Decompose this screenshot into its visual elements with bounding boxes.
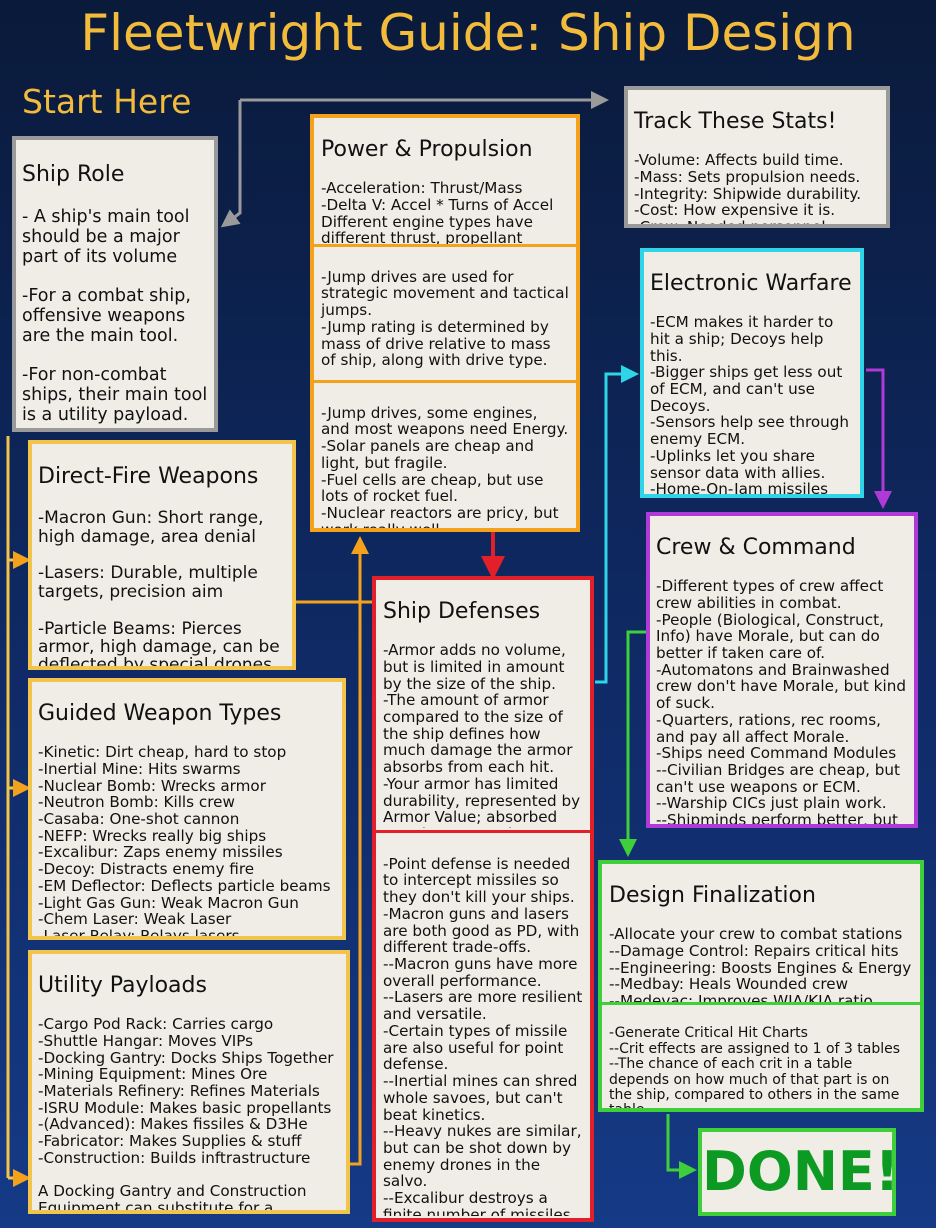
arrow-crew-to-final [619, 630, 646, 857]
guided-weapons-box: Guided Weapon Types -Kinetic: Dirt cheap… [28, 678, 346, 940]
power-seg3-text: -Jump drives, some engines, and most wea… [321, 403, 569, 530]
done-box: DONE! [698, 1128, 899, 1216]
guided-heading: Guided Weapon Types [38, 700, 282, 726]
finalization-heading: Design Finalization [609, 882, 816, 908]
ship-role-box: Ship Role - A ship's main tool should be… [12, 136, 218, 432]
direct-fire-box: Direct-Fire Weapons -Macron Gun: Short r… [28, 440, 296, 670]
track-stats-box: Track These Stats! -Volume: Affects buil… [624, 86, 890, 228]
power-seg2-text: -Jump drives are used for strategic move… [321, 267, 569, 370]
crew-command-box: Crew & Command -Different types of crew … [646, 512, 918, 828]
electronic-warfare-box: Electronic Warfare -ECM makes it harder … [640, 248, 864, 498]
page-title: Fleetwright Guide: Ship Design [80, 4, 856, 62]
ewar-body: -ECM makes it harder to hit a ship; Deco… [650, 313, 850, 498]
ship-defenses-box: Ship Defenses -Armor adds no volume, but… [372, 576, 594, 1222]
ship-role-heading: Ship Role [22, 161, 125, 187]
power-propulsion-box: Power & Propulsion -Acceleration: Thrust… [310, 114, 580, 532]
track-stats-body: -Volume: Affects build time. -Mass: Sets… [634, 151, 862, 228]
direct-fire-heading: Direct-Fire Weapons [38, 464, 259, 490]
power-seg-jump: -Jump drives are used for strategic move… [318, 249, 572, 379]
orange-bus [296, 545, 360, 1166]
arrow-ewar-to-crew [866, 368, 892, 509]
utility-payloads-box: Utility Payloads -Cargo Pod Rack: Carrie… [28, 950, 350, 1214]
finalization-seg1-text: -Allocate your crew to combat stations -… [609, 925, 912, 1002]
design-finalization-box: Design Finalization -Allocate your crew … [598, 860, 924, 1112]
utility-heading: Utility Payloads [38, 972, 207, 998]
defenses-seg-armor: Ship Defenses -Armor adds no volume, but… [380, 580, 586, 828]
finalization-seg-crew: Design Finalization -Allocate your crew … [606, 864, 916, 1002]
defenses-seg-pd: -Point defense is needed to intercept mi… [380, 836, 586, 1216]
ship-role-body: - A ship's main tool should be a major p… [22, 207, 208, 425]
defenses-heading: Ship Defenses [383, 598, 541, 624]
power-seg-acceleration: Power & Propulsion -Acceleration: Thrust… [318, 118, 572, 244]
arrow-final-to-done [666, 1114, 697, 1179]
defenses-seg1-text: -Armor adds no volume, but is limited in… [383, 641, 581, 828]
power-seg-energy: -Jump drives, some engines, and most wea… [318, 385, 572, 530]
direct-fire-body: -Macron Gun: Short range, high damage, a… [38, 508, 280, 670]
arrow-start-to-role [220, 100, 242, 228]
start-here-label: Start Here [22, 82, 192, 121]
power-heading: Power & Propulsion [321, 136, 533, 162]
ewar-heading: Electronic Warfare [650, 270, 852, 296]
crew-body: -Different types of crew affect crew abi… [656, 577, 906, 828]
track-stats-heading: Track These Stats! [634, 108, 837, 134]
finalization-seg-crits: -Generate Critical Hit Charts --Crit eff… [606, 1008, 916, 1108]
guided-body: -Kinetic: Dirt cheap, hard to stop -Iner… [38, 743, 331, 940]
utility-body: -Cargo Pod Rack: Carries cargo -Shuttle … [38, 1015, 334, 1214]
crew-heading: Crew & Command [656, 534, 856, 560]
defenses-seg2-text: -Point defense is needed to intercept mi… [383, 854, 583, 1216]
finalization-seg2-text: -Generate Critical Hit Charts --Crit eff… [609, 1025, 901, 1108]
power-seg1-text: -Acceleration: Thrust/Mass -Delta V: Acc… [321, 179, 554, 244]
arrow-defenses-to-ewar [595, 365, 639, 684]
